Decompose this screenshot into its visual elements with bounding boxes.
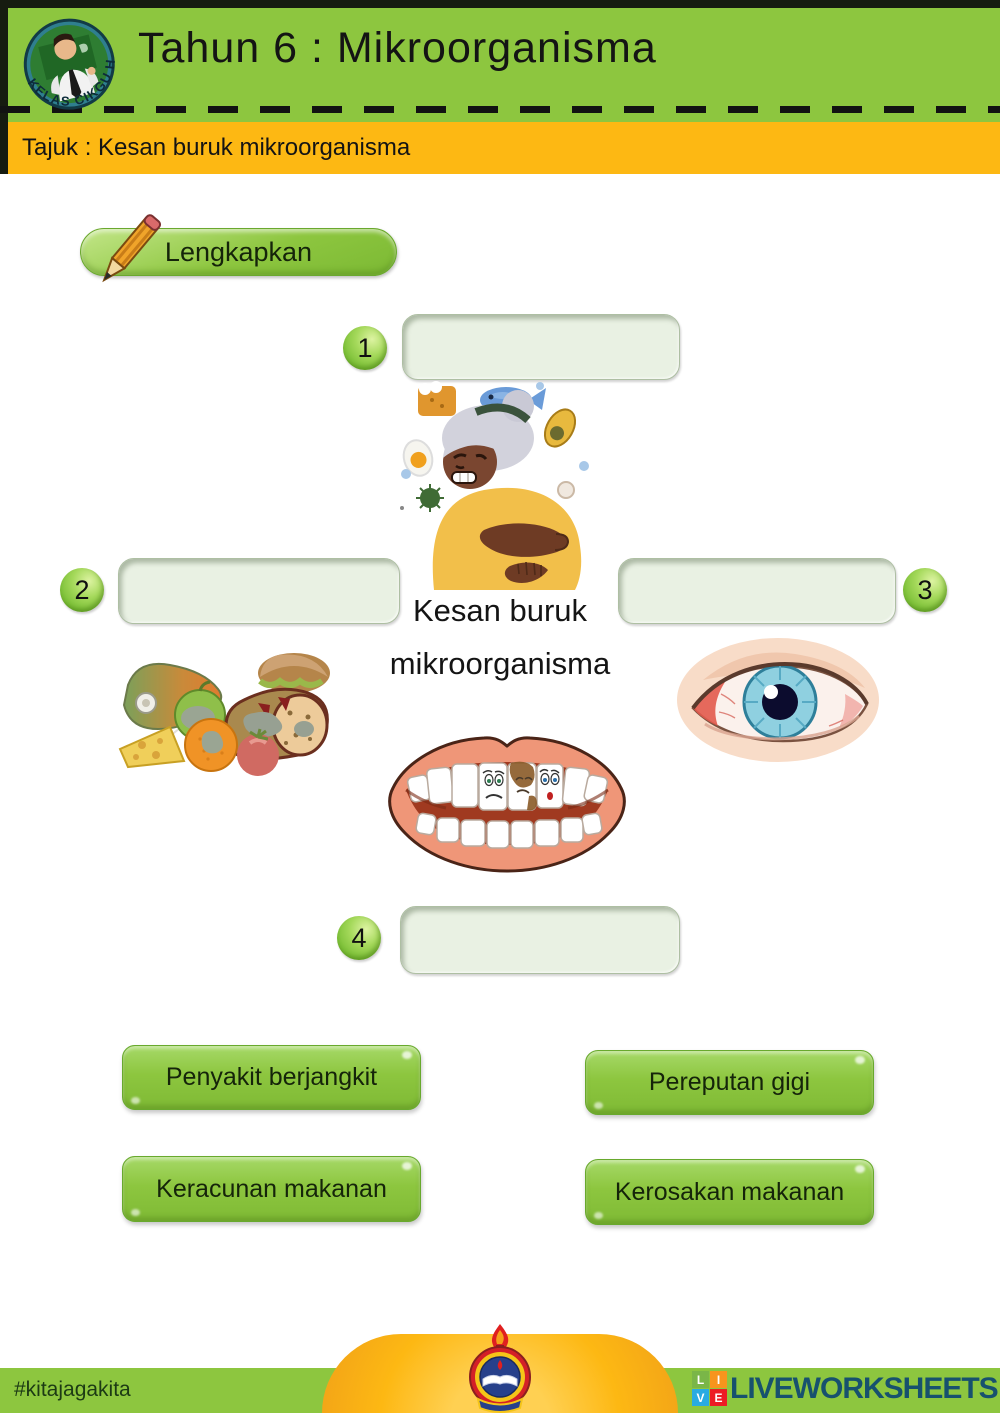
infected-eye-illustration [677,638,879,762]
answer-chip-label: Pereputan gigi [648,1068,811,1096]
sick-person-illustration [400,381,589,590]
center-title: Kesan buruk mikroorganisma [350,584,650,690]
page-left-edge [0,0,8,174]
logo-square-l: L [692,1371,709,1388]
answer-chip-label: Penyakit berjangkit [165,1063,378,1091]
tooth-decay-illustration [388,736,626,873]
logo-square-i: I [710,1371,727,1388]
blank-number-1-label: 1 [357,332,373,363]
center-title-line2: mikroorganisma [389,646,611,681]
footer-hashtag: #kitajagakita [14,1378,131,1401]
liveworksheets-grid-icon: L I V E [692,1371,727,1406]
topic-label: Tajuk : Kesan buruk mikroorganisma [22,134,411,161]
answer-chip-kerosakan-makanan[interactable]: Kerosakan makanan [585,1159,874,1225]
dashed-separator [0,106,1000,113]
answer-chip-penyakit-berjangkit[interactable]: Penyakit berjangkit [122,1045,421,1110]
teacher-avatar-badge: KELAS CIKGU HAFEZ [14,10,126,122]
logo-square-e: E [710,1389,727,1406]
logo-square-v: V [692,1389,709,1406]
answer-chip-label: Keracunan makanan [156,1174,387,1203]
blank-number-2-label: 2 [74,574,90,605]
pencil-icon [102,214,162,283]
blank-number-3-label: 3 [917,574,933,605]
instruction-label: Lengkapkan [164,236,313,267]
blank-input-2[interactable] [118,558,400,624]
header-band [8,8,1000,122]
blank-input-3[interactable] [618,558,896,624]
blank-input-1[interactable] [402,314,680,380]
page-top-edge [0,0,1000,8]
liveworksheets-wordmark: LIVEWORKSHEETS [730,1371,999,1405]
blank-number-1: 1 [343,326,387,370]
answer-chip-keracunan-makanan[interactable]: Keracunan makanan [122,1156,421,1222]
blank-number-4-label: 4 [351,922,367,953]
page-title: Tahun 6 : Mikroorganisma [138,24,657,72]
blank-number-3: 3 [903,568,947,612]
blank-number-4: 4 [337,916,381,960]
spoiled-food-illustration [118,653,330,776]
blank-input-4[interactable] [400,906,680,974]
center-title-line1: Kesan buruk [412,593,588,628]
answer-chip-label: Kerosakan makanan [614,1177,845,1206]
topic-bar: Tajuk : Kesan buruk mikroorganisma [8,122,1000,174]
answer-chip-pereputan-gigi[interactable]: Pereputan gigi [585,1050,874,1115]
school-crest [469,1324,531,1413]
blank-number-2: 2 [60,568,104,612]
liveworksheets-logo: L I V E LIVEWORKSHEETS [692,1371,999,1406]
